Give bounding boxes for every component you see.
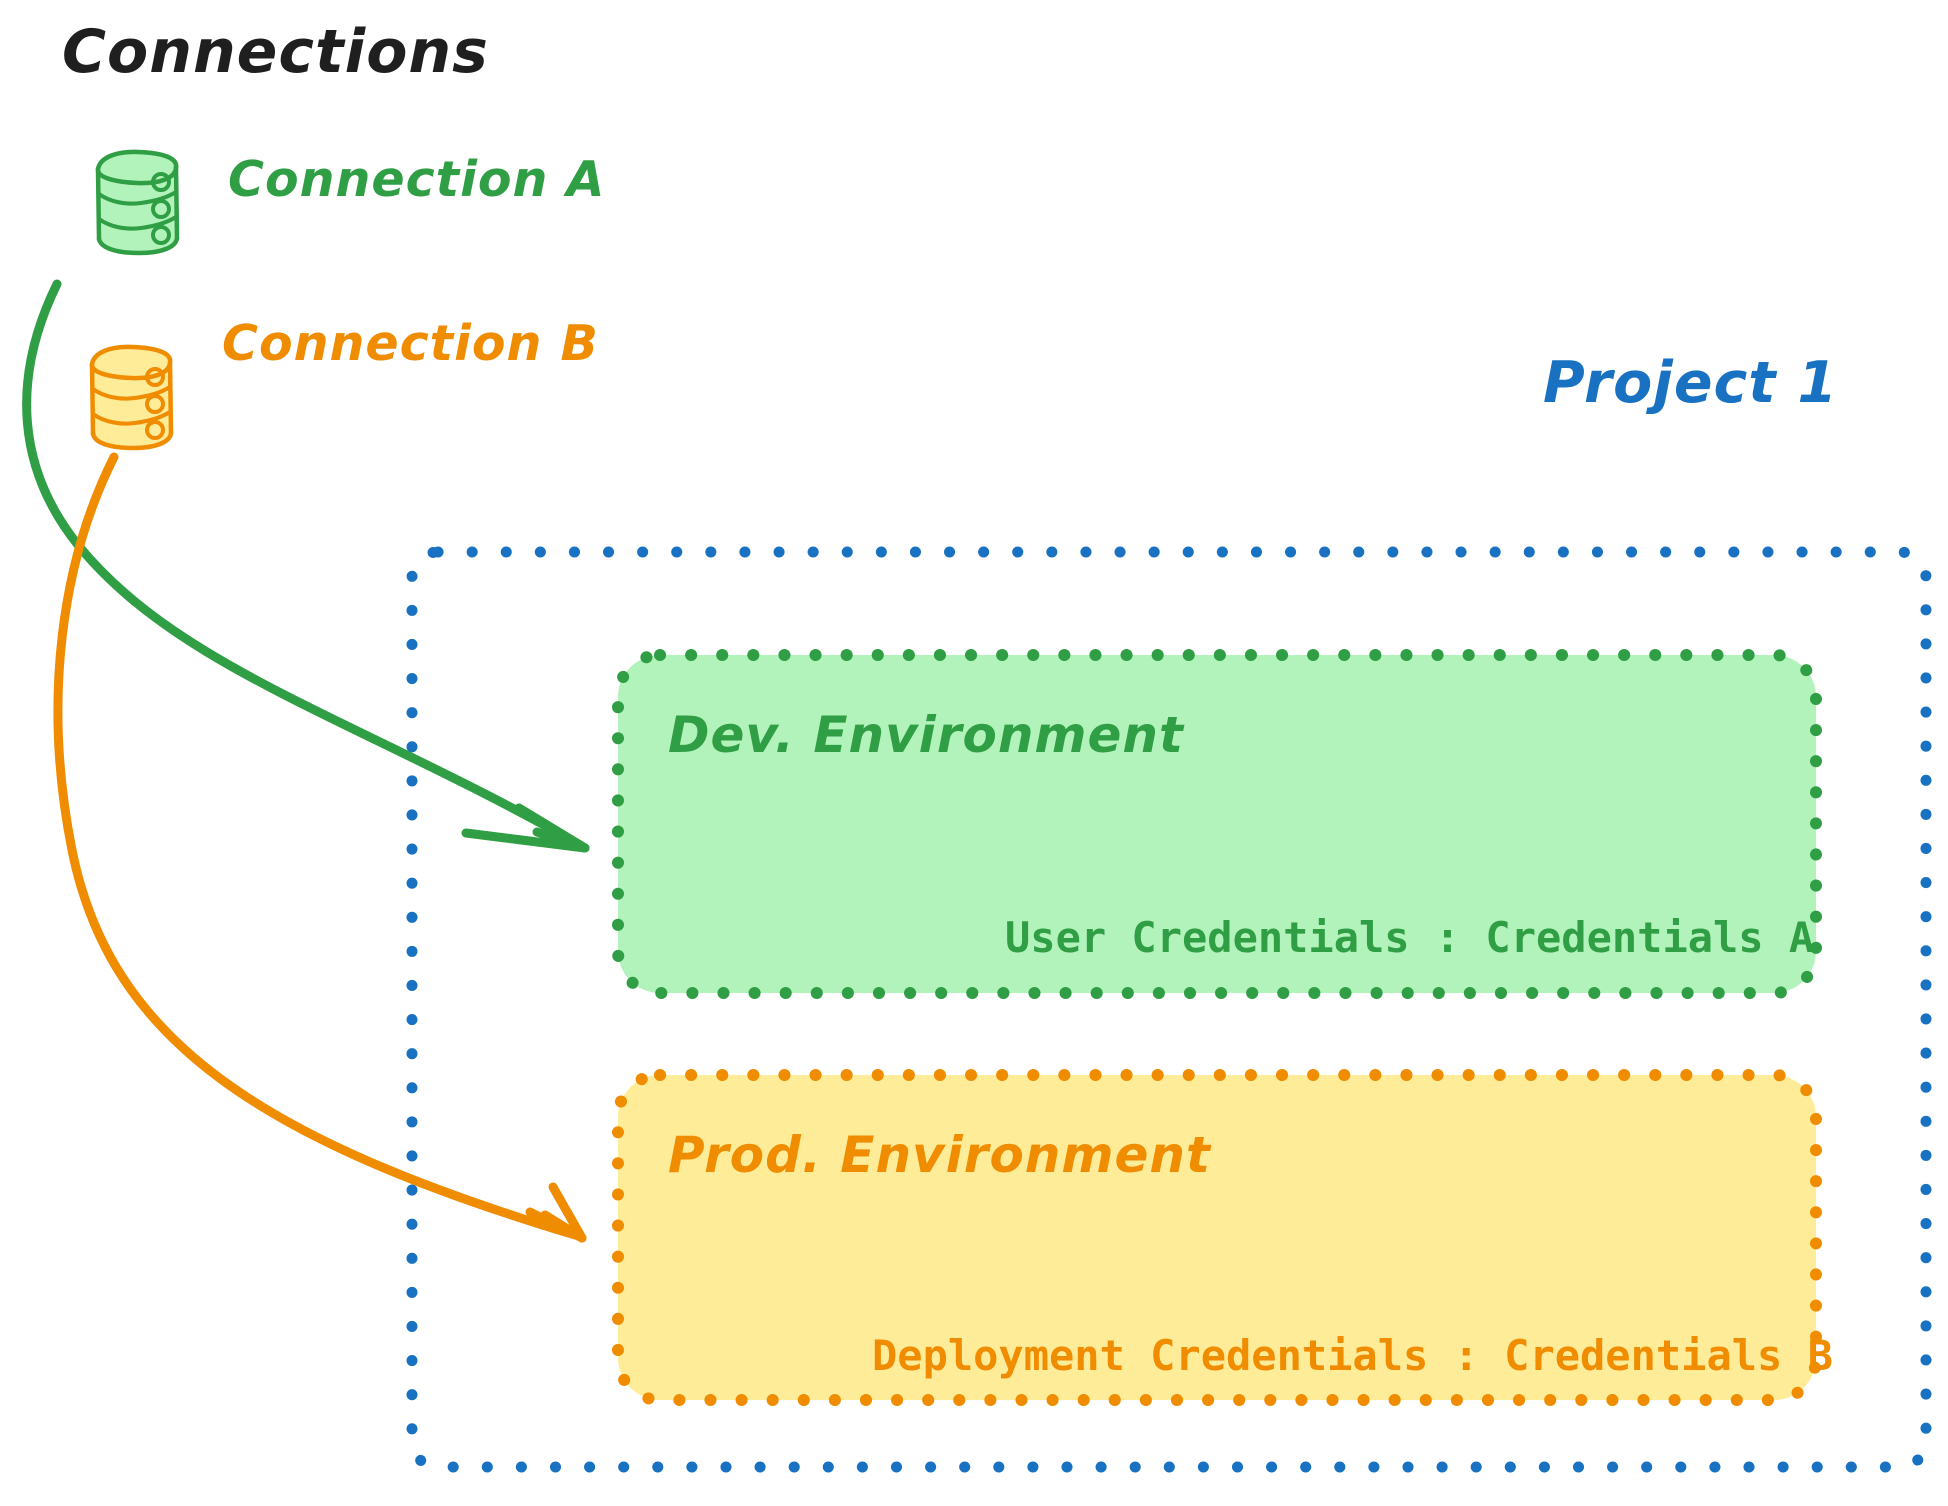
arrow-connection-a-to-dev-environment [22,279,590,853]
prod-environment-title: Prod. Environment [668,1126,1212,1184]
dev-environment-detail: User Credentials : Credentials A [1005,913,1814,962]
project-1-label: Project 1 [1543,350,1838,416]
dev-environment-box [612,649,1822,999]
connections-heading: Connections [62,17,489,87]
prod-environment-box [612,1069,1822,1406]
prod-environment-detail: Deployment Credentials : Credentials B [872,1331,1833,1380]
project-1-container [406,546,1932,1473]
database-icon[interactable] [89,344,174,451]
dev-environment-title: Dev. Environment [668,706,1185,764]
database-icon[interactable] [95,149,180,256]
connection-a-label[interactable]: Connection A [228,151,605,208]
arrow-connection-b-to-prod-environment [53,452,587,1243]
connection-b-label[interactable]: Connection B [222,315,599,372]
